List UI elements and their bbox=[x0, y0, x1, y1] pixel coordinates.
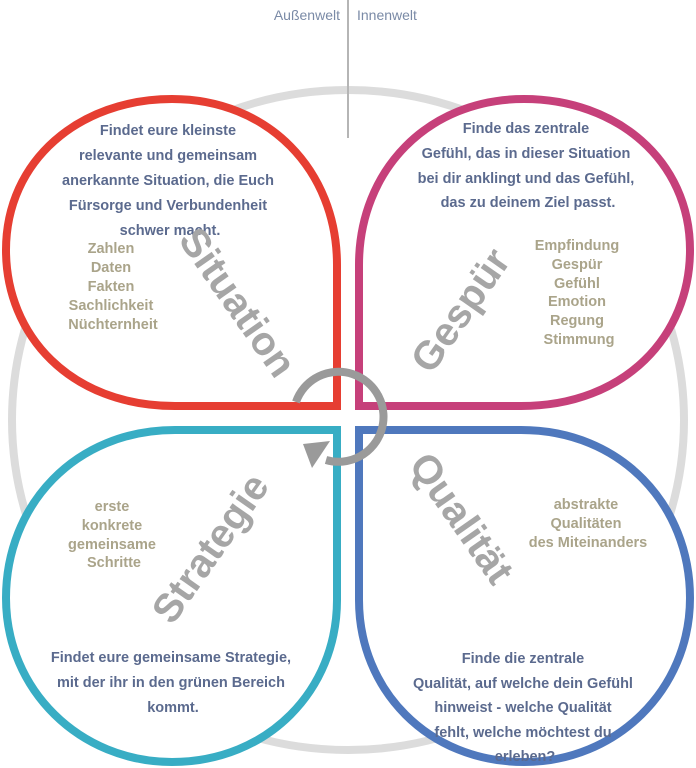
gespuer-question: Finde das zentrale Gefühl, das in dieser… bbox=[418, 121, 639, 211]
qualitaet-question: Finde die zentrale Qualität, auf welche … bbox=[413, 651, 637, 765]
petal-qualitaet bbox=[355, 426, 695, 767]
petal-strategie bbox=[1, 426, 341, 767]
cycle-arrow-icon bbox=[292, 367, 388, 468]
gespuer-keywords: Empfindung Gespür Gefühl Emotion Regung … bbox=[535, 238, 624, 348]
label-innenwelt: Innenwelt bbox=[357, 7, 417, 23]
qualitaet-keywords: abstrakte Qualitäten des Miteinanders bbox=[529, 497, 647, 551]
label-aussenwelt: Außenwelt bbox=[274, 7, 340, 23]
strategie-keywords: erste konkrete gemeinsame Schritte bbox=[68, 499, 160, 571]
situation-question: Findet eure kleinste relevante und gemei… bbox=[62, 123, 278, 239]
strategie-question: Findet eure gemeinsame Strategie, mit de… bbox=[51, 650, 295, 716]
petal-gespuer bbox=[355, 94, 695, 410]
situation-keywords: Zahlen Daten Fakten Sachlichkeit Nüchter… bbox=[68, 241, 158, 333]
petal-situation bbox=[1, 94, 341, 410]
